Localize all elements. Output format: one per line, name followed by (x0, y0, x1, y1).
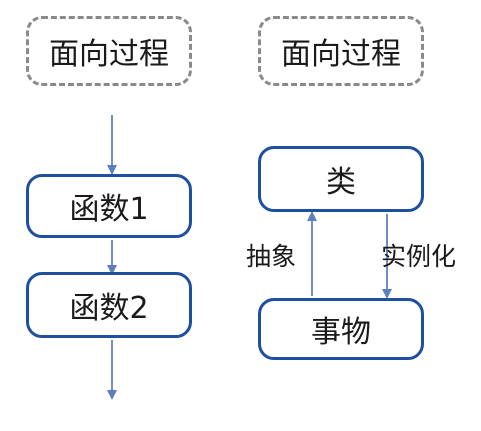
left-header-box: 面向过程 (26, 16, 192, 86)
instantiate-label: 实例化 (381, 242, 457, 271)
function-1-box: 函数1 (26, 174, 192, 238)
right-header-label: 面向过程 (281, 37, 401, 72)
thing-label: 事物 (311, 315, 371, 350)
class-label: 类 (326, 165, 356, 200)
function-2-label: 函数2 (69, 291, 149, 326)
left-header-label: 面向过程 (49, 37, 169, 72)
abstract-label: 抽象 (246, 242, 297, 271)
function-2-box: 函数2 (26, 272, 192, 338)
right-header-box: 面向过程 (258, 16, 424, 86)
thing-box: 事物 (258, 298, 424, 360)
function-1-label: 函数1 (69, 192, 149, 227)
class-box: 类 (258, 146, 424, 212)
